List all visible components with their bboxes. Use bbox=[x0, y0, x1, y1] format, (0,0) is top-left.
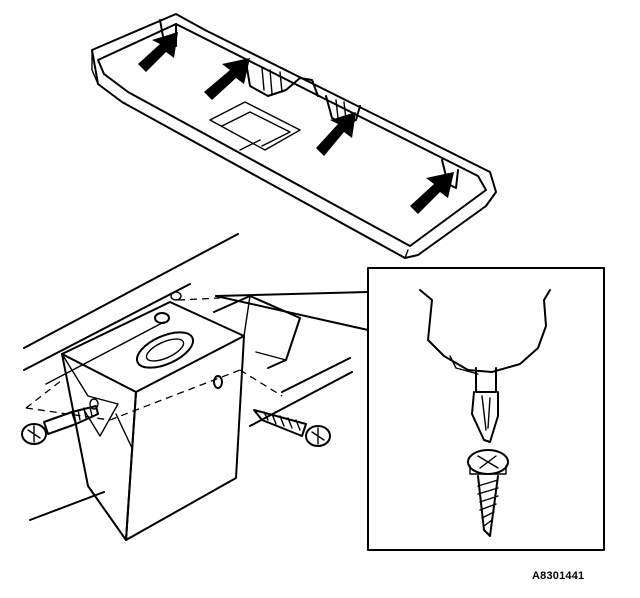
arrow-icon bbox=[204, 58, 250, 100]
ceiling-panel bbox=[23, 233, 353, 521]
right-screw bbox=[253, 409, 331, 447]
arrow-icon bbox=[316, 112, 356, 156]
callout-leader bbox=[215, 291, 369, 331]
detail-inset bbox=[367, 267, 605, 551]
clip-arrows bbox=[138, 32, 454, 214]
arrow-icon bbox=[138, 32, 178, 72]
lid-tray bbox=[91, 13, 497, 259]
arrow-icon bbox=[410, 172, 454, 214]
left-screw bbox=[21, 405, 99, 445]
figure-reference-code: A8301441 bbox=[532, 570, 585, 582]
